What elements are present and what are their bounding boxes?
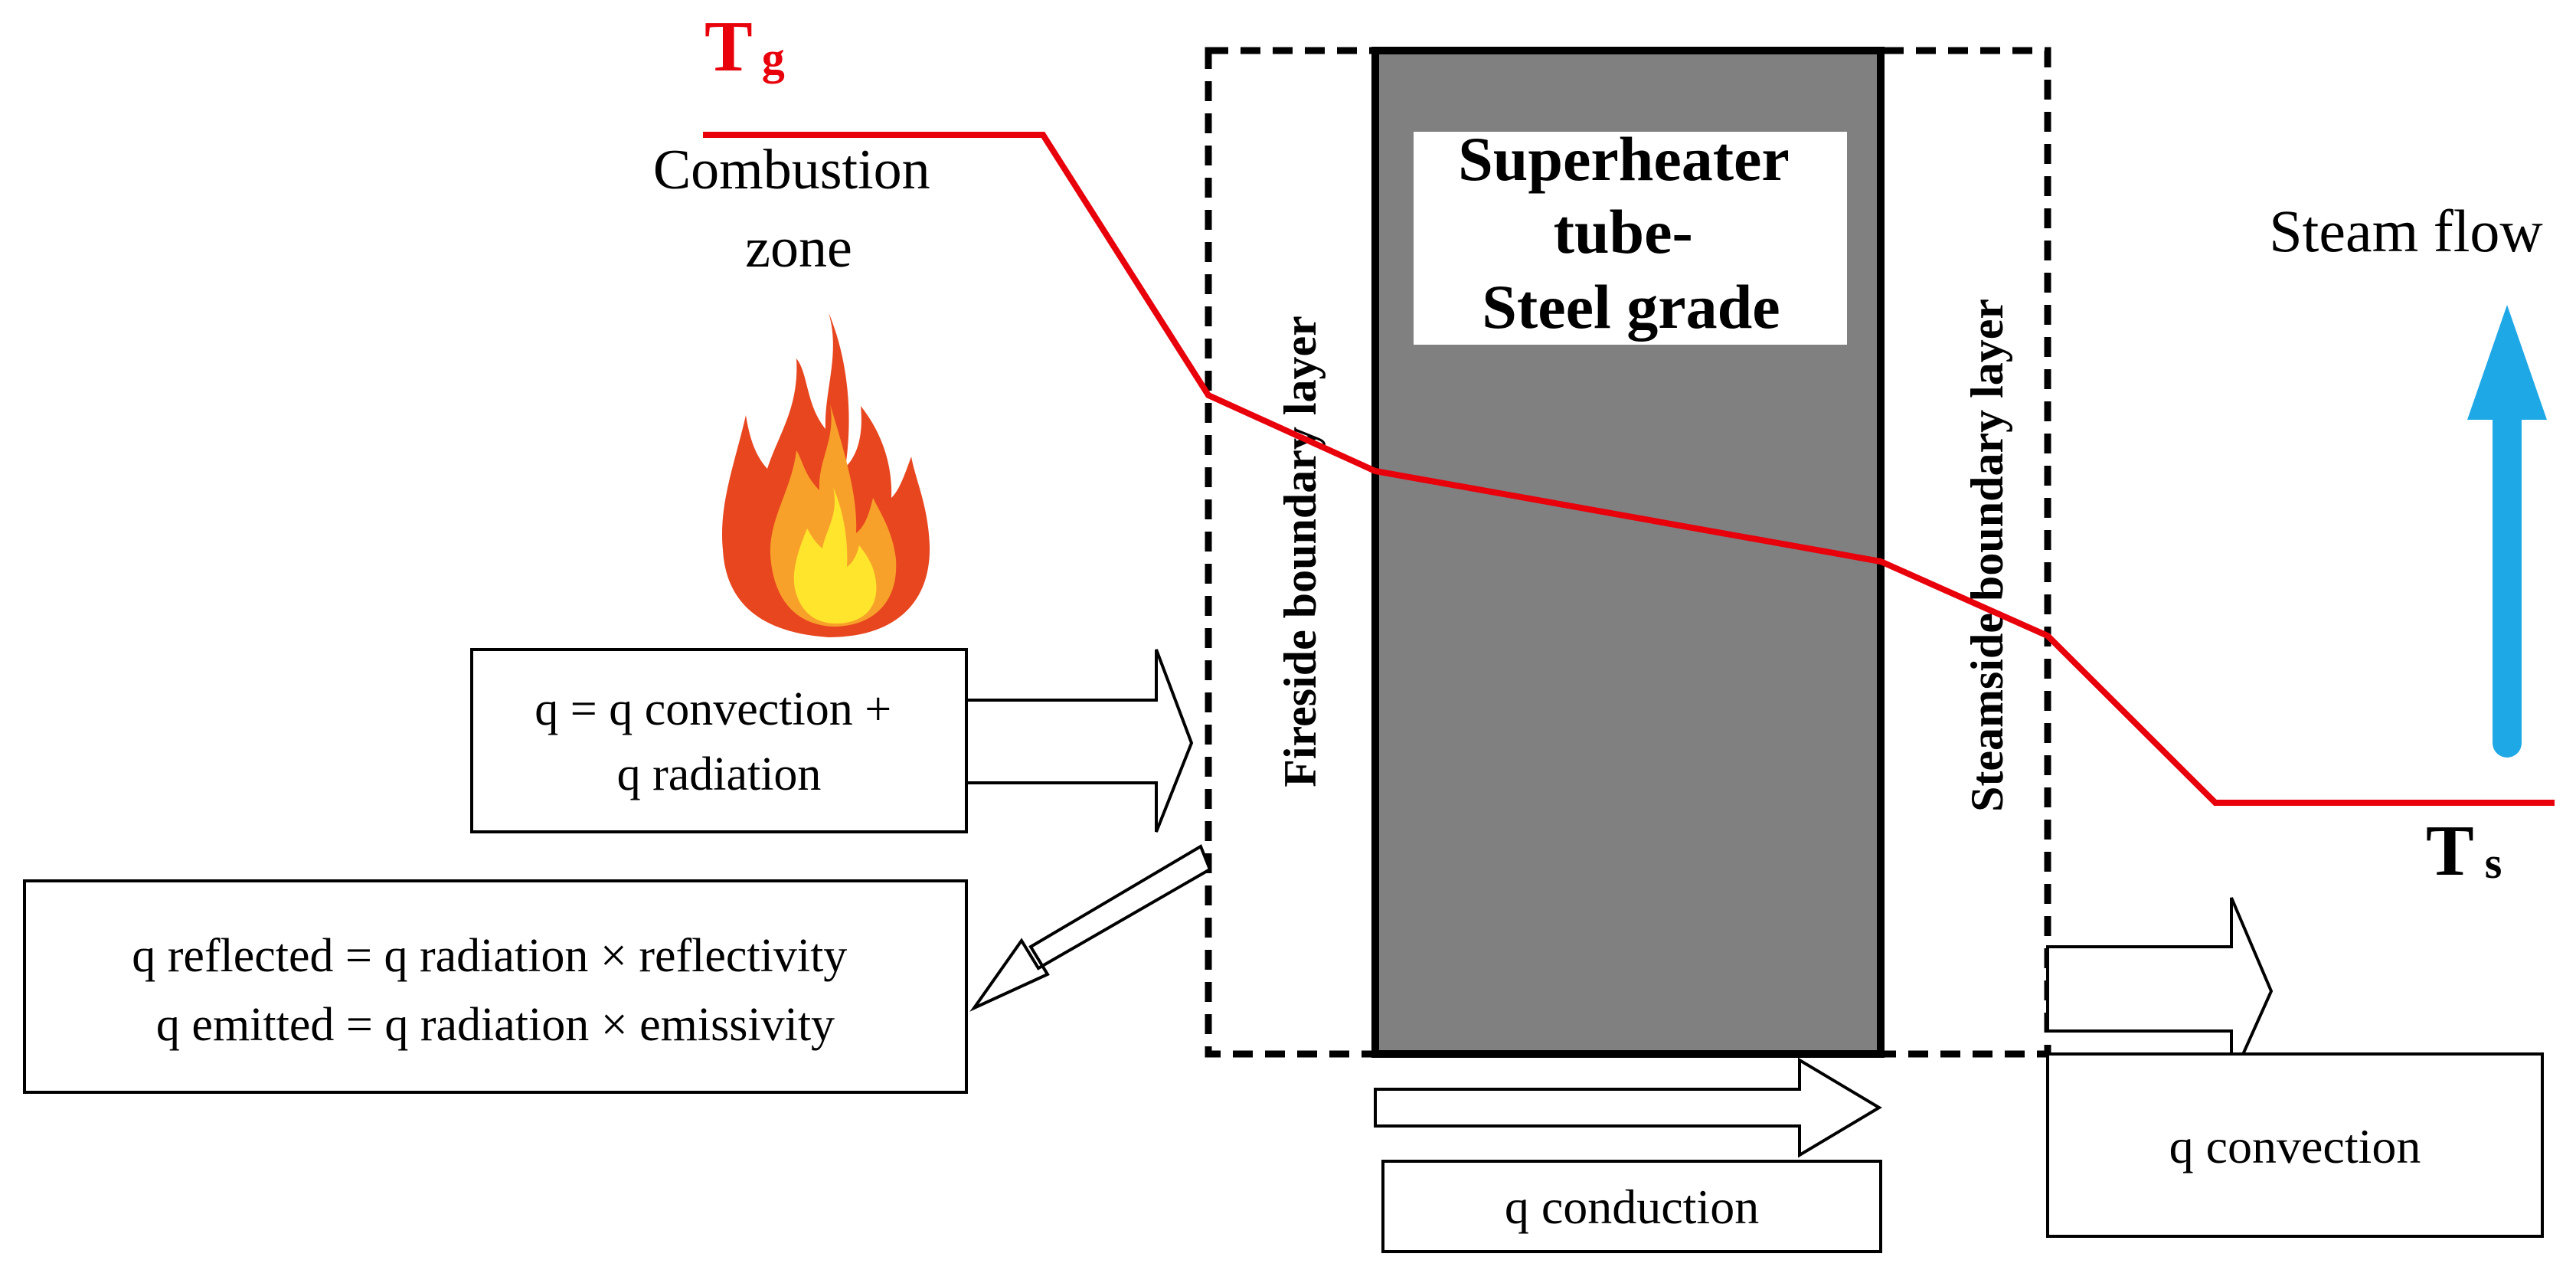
heat-input-arrow-icon bbox=[965, 649, 1194, 833]
steamside-boundary-layer-label: Steamside boundary layer bbox=[1962, 299, 2012, 812]
conduction-arrow-icon bbox=[1374, 1057, 1882, 1158]
conduction-box bbox=[1381, 1160, 1882, 1253]
heat-input-equation: q = q convection + q radiation bbox=[534, 683, 903, 800]
convection-arrow-icon bbox=[2046, 897, 2274, 1081]
conduction-label: q conduction bbox=[1505, 1180, 1759, 1234]
reflected-arrow-icon bbox=[969, 844, 1212, 1012]
convection-box bbox=[2046, 1052, 2544, 1238]
tube-label-box bbox=[1414, 132, 1847, 345]
combustion-zone-label: Combustion zone bbox=[653, 139, 944, 280]
temperature-profile-line bbox=[703, 132, 2555, 806]
steam-flow-arrow-icon bbox=[2467, 305, 2547, 758]
convection-label: q convection bbox=[2169, 1119, 2421, 1173]
reflected-emitted-equations: q reflected = q radiation × reflectivity… bbox=[132, 930, 859, 1051]
fire-icon bbox=[721, 313, 930, 637]
reflected-emitted-box bbox=[23, 879, 968, 1094]
steam-flow-label: Steam flow bbox=[2269, 198, 2542, 264]
heat-input-box bbox=[470, 648, 968, 833]
tube-label: Superheater tube- Steel grade bbox=[1458, 124, 1804, 342]
fireside-boundary-layer-label: Fireside boundary layer bbox=[1275, 316, 1326, 787]
